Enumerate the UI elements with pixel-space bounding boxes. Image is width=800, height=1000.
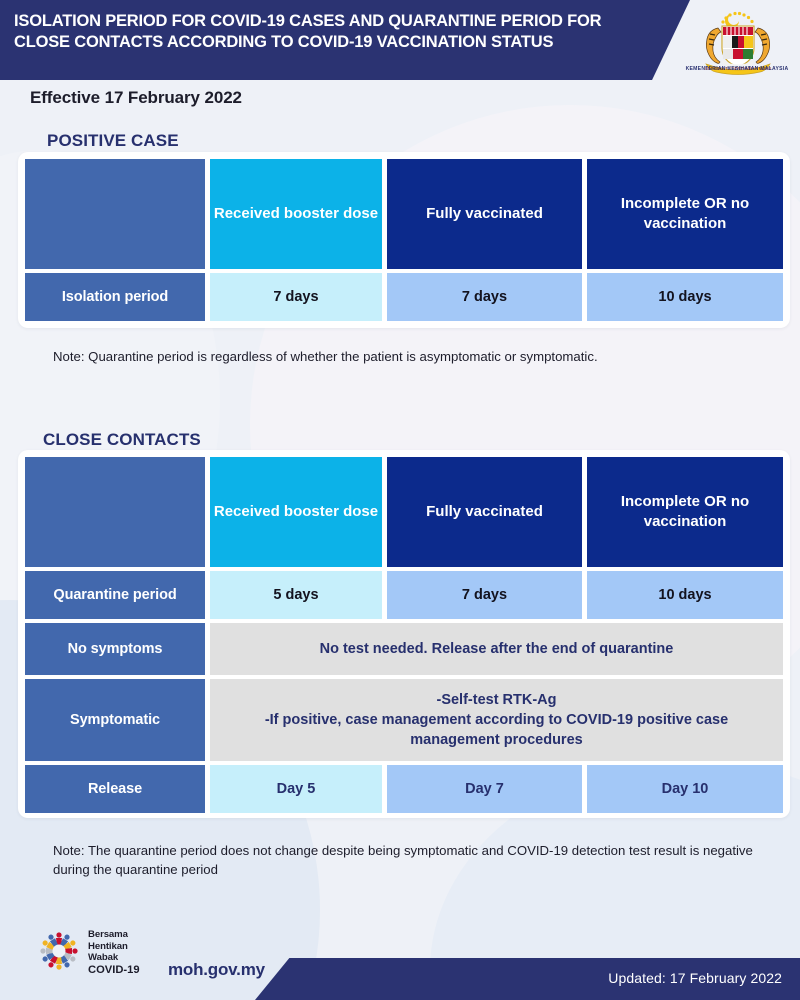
close-cell-no-symptoms-span: No test needed. Release after the end of… bbox=[210, 623, 783, 675]
close-row-label-quarantine: Quarantine period bbox=[25, 571, 205, 619]
header-band bbox=[0, 0, 690, 80]
close-row-label-release: Release bbox=[25, 765, 205, 813]
note-close-contacts: Note: The quarantine period does not cha… bbox=[53, 843, 753, 877]
page-header: ISOLATION PERIOD FOR COVID-19 CASES AND … bbox=[0, 0, 800, 80]
svg-text:BERSEKUTU BERTAMBAH MUTU: BERSEKUTU BERTAMBAH MUTU bbox=[705, 66, 771, 71]
close-col-incomplete: Incomplete OR no vaccination bbox=[587, 457, 783, 567]
brand-wordmark: Bersama Hentikan Wabak COVID-19 bbox=[88, 929, 140, 978]
section-heading-close-contacts: CLOSE CONTACTS bbox=[43, 430, 201, 449]
brand-line-2: Hentikan bbox=[88, 940, 128, 952]
close-col-booster: Received booster dose bbox=[210, 457, 382, 567]
positive-cell-booster-isolation: 7 days bbox=[210, 273, 382, 321]
positive-col-incomplete: Incomplete OR no vaccination bbox=[587, 159, 783, 269]
page-title: ISOLATION PERIOD FOR COVID-19 CASES AND … bbox=[14, 12, 602, 51]
note-positive-case: Note: Quarantine period is regardless of… bbox=[53, 349, 598, 364]
moh-website-url[interactable]: moh.gov.my bbox=[168, 960, 265, 979]
close-cell-booster-release: Day 5 bbox=[210, 765, 382, 813]
malaysia-coat-of-arms-icon: BERSEKUTU BERTAMBAH MUTU bbox=[705, 11, 771, 75]
close-row-label-no-symptoms: No symptoms bbox=[25, 623, 205, 675]
close-cell-fully-quarantine: 7 days bbox=[387, 571, 582, 619]
positive-case-table: Received booster dose Fully vaccinated I… bbox=[18, 152, 790, 328]
brand-line-4: COVID-19 bbox=[88, 964, 140, 977]
close-cell-booster-quarantine: 5 days bbox=[210, 571, 382, 619]
close-cell-symptomatic-span: -Self-test RTK-Ag -If positive, case man… bbox=[210, 679, 783, 761]
positive-cell-incomplete-isolation: 10 days bbox=[587, 273, 783, 321]
positive-col-fully-vaccinated: Fully vaccinated bbox=[387, 159, 582, 269]
close-col-fully-vaccinated: Fully vaccinated bbox=[387, 457, 582, 567]
page-footer: Updated: 17 February 2022 bbox=[0, 920, 800, 1000]
positive-col-booster: Received booster dose bbox=[210, 159, 382, 269]
updated-date: Updated: 17 February 2022 bbox=[608, 970, 782, 986]
close-contacts-table: Received booster dose Fully vaccinated I… bbox=[18, 450, 790, 818]
close-cell-fully-release: Day 7 bbox=[387, 765, 582, 813]
close-cell-incomplete-quarantine: 10 days bbox=[587, 571, 783, 619]
close-row-label-symptomatic: Symptomatic bbox=[25, 679, 205, 761]
footer-band bbox=[255, 958, 800, 1000]
close-cell-incomplete-release: Day 10 bbox=[587, 765, 783, 813]
section-heading-positive-case: POSITIVE CASE bbox=[47, 131, 179, 150]
close-header-corner bbox=[25, 457, 205, 567]
brand-line-3: Wabak bbox=[88, 952, 119, 964]
positive-row-label-isolation: Isolation period bbox=[25, 273, 205, 321]
brand-line-1: Bersama bbox=[88, 929, 128, 940]
crest-label: KEMENTERIAN KESIHATAN MALAYSIA bbox=[685, 66, 789, 72]
positive-cell-fully-isolation: 7 days bbox=[387, 273, 582, 321]
effective-date: Effective 17 February 2022 bbox=[30, 88, 242, 107]
bersama-hentikan-wabak-circle-logo-icon bbox=[40, 932, 78, 970]
positive-header-corner bbox=[25, 159, 205, 269]
